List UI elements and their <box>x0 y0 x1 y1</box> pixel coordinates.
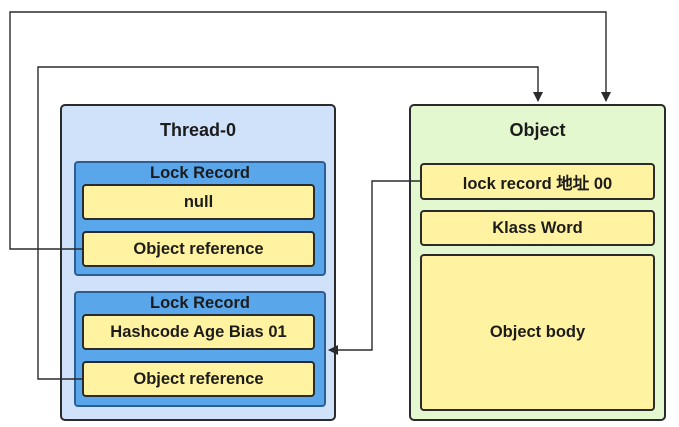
thread-title: Thread-0 <box>159 120 237 140</box>
lock-record-pointer-arrow <box>328 180 420 355</box>
mark-word-field: lock record 地址 00 <box>420 163 655 200</box>
lock-record-2-object-reference: Object reference <box>82 361 315 397</box>
lock-record-2-hashcode-field: Hashcode Age Bias 01 <box>82 314 315 350</box>
lock-record-1-object-reference: Object reference <box>82 231 315 267</box>
object-body-field: Object body <box>420 254 655 411</box>
reference-arrow-inner <box>37 66 543 380</box>
reference-arrow-outer <box>9 11 611 250</box>
lock-record-1-title: Lock Record <box>150 164 250 182</box>
lock-record-1-null-field: null <box>82 184 315 220</box>
lock-record-2-title: Lock Record <box>150 294 250 312</box>
klass-word-field: Klass Word <box>420 210 655 246</box>
object-title: Object <box>509 120 566 140</box>
